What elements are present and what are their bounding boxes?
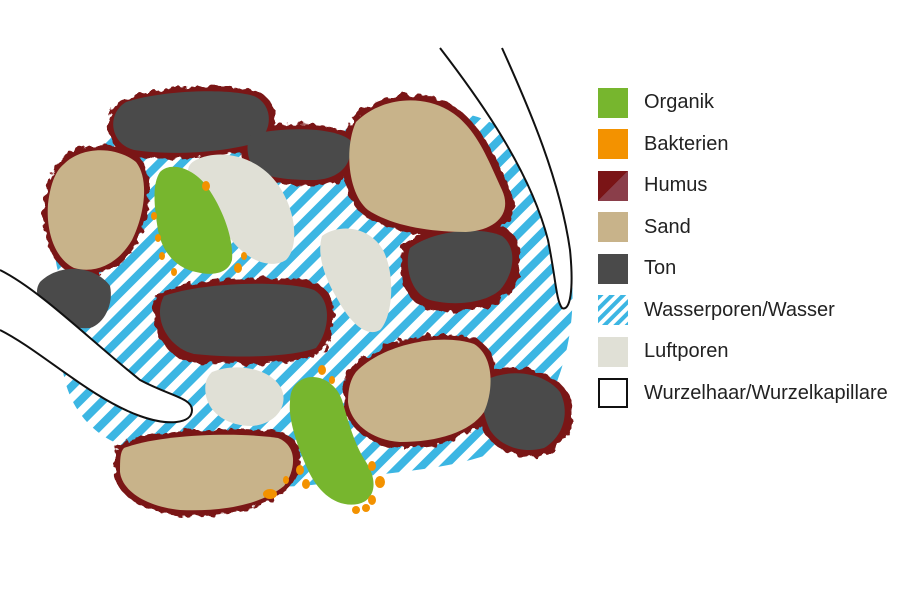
legend-swatch-ton xyxy=(598,253,628,284)
legend-item-bakterien: Bakterien xyxy=(598,124,894,166)
legend-item-wasser: Wasserporen/Wasser xyxy=(598,290,894,332)
legend: Organik Bakterien Humus Sand Ton Wasserp… xyxy=(598,82,894,414)
bacteria-dots xyxy=(151,181,385,514)
legend-label: Wurzelhaar/Wurzelkapillare xyxy=(644,381,888,404)
air-pores xyxy=(188,154,392,426)
legend-swatch-luft xyxy=(598,336,628,367)
legend-item-luft: Luftporen xyxy=(598,331,894,373)
legend-label: Organik xyxy=(644,91,715,114)
legend-item-wurzel: Wurzelhaar/Wurzelkapillare xyxy=(598,373,894,415)
legend-swatch-wasser xyxy=(598,295,628,326)
legend-item-humus: Humus xyxy=(598,165,894,207)
legend-swatch-humus xyxy=(598,170,628,201)
legend-swatch-wurzel xyxy=(598,378,628,409)
legend-label: Luftporen xyxy=(644,340,729,363)
legend-label: Humus xyxy=(644,174,708,197)
organic-particles xyxy=(154,166,374,505)
legend-label: Bakterien xyxy=(644,132,729,155)
root-hairs xyxy=(0,47,573,424)
sand-particles xyxy=(47,100,506,511)
legend-swatch-sand xyxy=(598,212,628,243)
legend-item-ton: Ton xyxy=(598,248,894,290)
legend-swatch-bakterien xyxy=(598,129,628,160)
legend-item-organik: Organik xyxy=(598,82,894,124)
legend-swatch-organik xyxy=(598,87,628,118)
legend-item-sand: Sand xyxy=(598,207,894,249)
legend-label: Wasserporen/Wasser xyxy=(644,298,835,321)
legend-label: Ton xyxy=(644,257,677,280)
legend-label: Sand xyxy=(644,215,691,238)
